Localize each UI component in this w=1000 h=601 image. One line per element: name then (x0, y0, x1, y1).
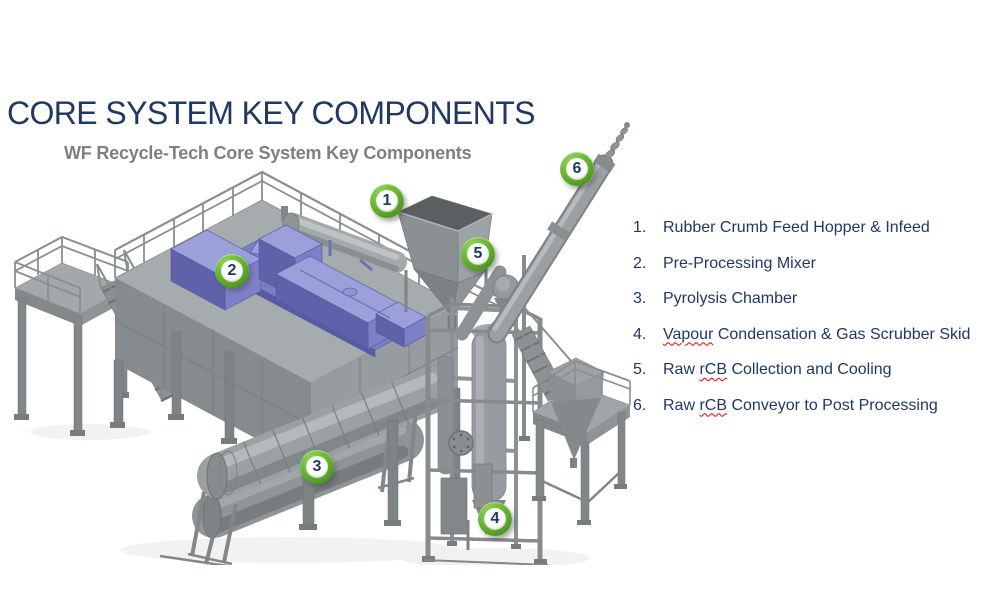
badge-number: 1 (376, 190, 398, 212)
list-item-label: Raw rCB Collection and Cooling (663, 361, 892, 379)
list-item: 6. Raw rCB Conveyor to Post Processing (630, 397, 998, 433)
callout-badge-5: 5 (461, 237, 495, 271)
list-item-number: 5. (633, 361, 647, 378)
list-item: 2. Pre-Processing Mixer (630, 255, 998, 291)
list-item-number: 3. (633, 290, 647, 307)
label-text: Pyrolysis Chamber (663, 290, 798, 307)
callout-badge-1: 1 (370, 184, 404, 218)
list-item-number: 2. (633, 254, 647, 272)
badge-number: 3 (306, 456, 328, 478)
list-item: 4. Vapour Condensation & Gas Scrubber Ski… (630, 326, 998, 362)
diagram-caption: WF Recycle-Tech Core System Key Componen… (64, 143, 472, 163)
collection-platform (505, 255, 631, 525)
list-item-number: 1. (633, 219, 647, 236)
label-text: Condensation & Gas Scrubber Skid (713, 325, 971, 343)
label-text: Rubber Crumb Feed Hopper & Infeed (663, 219, 930, 236)
badge-number: 5 (467, 243, 489, 265)
pre-processing-mixer (170, 224, 427, 358)
spellchecked-word: rCB (699, 396, 728, 414)
label-text: Raw (663, 396, 700, 414)
label-text: Conveyor to Post Processing (727, 396, 938, 414)
badge-number: 2 (221, 260, 243, 282)
machine-diagram: 1 2 3 4 5 6 (0, 120, 650, 565)
component-list: 1. Rubber Crumb Feed Hopper & Infeed 2. Pre… (630, 219, 998, 432)
list-item: 1. Rubber Crumb Feed Hopper & Infeed (630, 219, 998, 255)
rcb-conveyor (487, 122, 630, 344)
callout-badge-2: 2 (215, 254, 249, 288)
gas-scrubber-skid (440, 463, 493, 550)
list-item-label: Vapour Condensation & Gas Scrubber Skid (663, 326, 970, 344)
machine-illustration (14, 122, 631, 565)
label-text: Pre-Processing Mixer (663, 254, 816, 272)
page-title: CORE SYSTEM KEY COMPONENTS (7, 95, 536, 131)
badge-number: 4 (484, 508, 506, 530)
list-item-label: Pyrolysis Chamber (663, 290, 797, 308)
list-item-label: Rubber Crumb Feed Hopper & Infeed (663, 219, 930, 237)
callout-badge-4: 4 (478, 502, 512, 536)
callout-badge-3: 3 (300, 450, 334, 484)
spellchecked-word: Vapour (663, 325, 714, 343)
callout-badge-6: 6 (560, 152, 594, 186)
list-item: 5. Raw rCB Collection and Cooling (630, 361, 998, 397)
list-item-label: Raw rCB Conveyor to Post Processing (663, 397, 938, 415)
list-item-number: 6. (633, 396, 647, 414)
spellchecked-word: rCB (699, 361, 728, 378)
list-item: 3. Pyrolysis Chamber (630, 290, 998, 326)
label-text: Collection and Cooling (727, 361, 892, 378)
badge-number: 6 (566, 158, 588, 180)
access-platform (14, 235, 129, 436)
list-item-number: 4. (633, 325, 647, 343)
list-item-label: Pre-Processing Mixer (663, 255, 816, 273)
label-text: Raw (663, 361, 700, 378)
